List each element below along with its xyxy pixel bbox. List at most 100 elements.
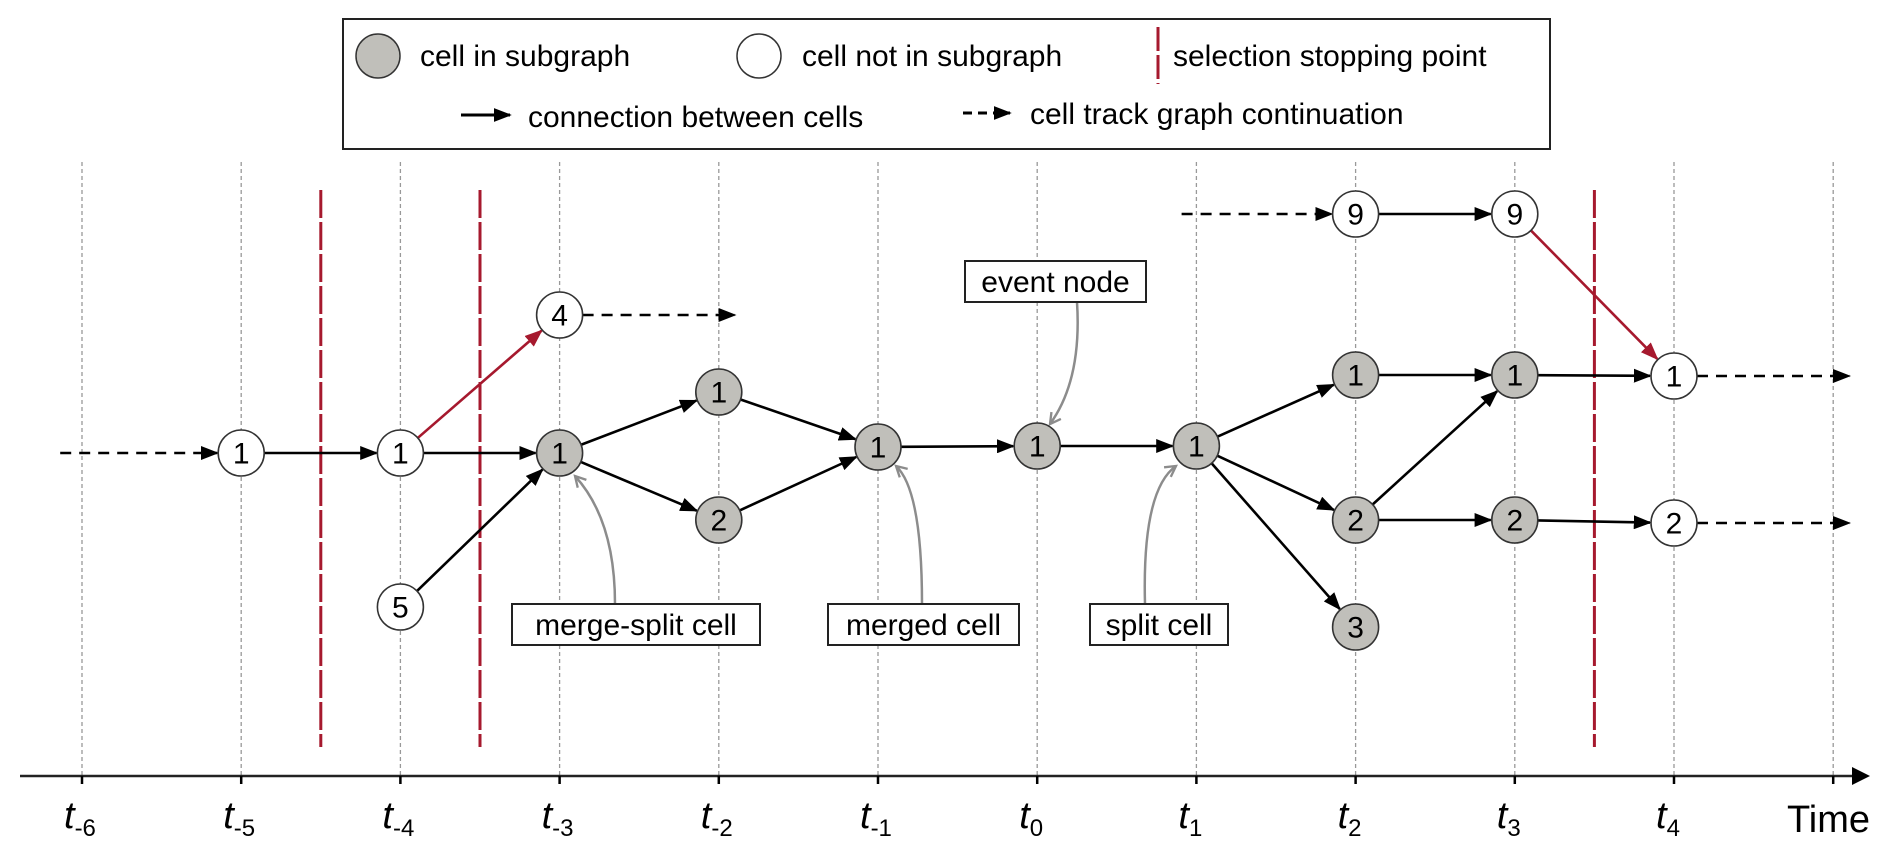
connection-edge bbox=[1216, 383, 1336, 438]
cell-node-in-subgraph: 2 bbox=[694, 496, 743, 544]
time-tick-label: t-1 bbox=[860, 795, 892, 842]
merged-cell-annotation-box bbox=[827, 603, 1020, 646]
legend-label-connection: connection between cells bbox=[528, 101, 863, 134]
time-tick-label: t3 bbox=[1497, 795, 1521, 842]
time-tick-label: t2 bbox=[1338, 795, 1362, 842]
merged-cell-annotation-label: merged cell bbox=[846, 609, 1001, 642]
time-axis-label: Time bbox=[1787, 799, 1870, 841]
cell-node-label: 1 bbox=[392, 438, 409, 471]
cell-node-in-subgraph: 2 bbox=[1331, 496, 1380, 544]
legend-label-in-subgraph: cell in subgraph bbox=[420, 40, 630, 73]
cell-node-label: 5 bbox=[392, 592, 409, 625]
cell-node-circle bbox=[1491, 351, 1539, 399]
cell-node-not-in-subgraph: 1 bbox=[217, 429, 265, 477]
merged-cell-pointer-arrow bbox=[896, 466, 924, 605]
cell-node-in-subgraph: 1 bbox=[535, 429, 584, 477]
time-axis-arrowhead-icon bbox=[1852, 767, 1870, 785]
legend-empty-circle-icon bbox=[736, 33, 782, 79]
cell-node-not-in-subgraph: 2 bbox=[1650, 499, 1698, 547]
cell-node-circle bbox=[1331, 190, 1380, 238]
connection-edge bbox=[740, 398, 858, 441]
cell-node-label: 1 bbox=[1029, 431, 1046, 464]
cell-node-label: 9 bbox=[1506, 199, 1523, 232]
cell-node-label: 1 bbox=[710, 377, 727, 410]
cell-node-in-subgraph: 1 bbox=[1331, 351, 1380, 399]
cell-node-circle bbox=[1172, 422, 1221, 470]
merge-split-cell-annotation-box bbox=[511, 603, 761, 646]
cell-node-circle bbox=[1491, 496, 1539, 544]
connection-edge bbox=[739, 455, 858, 512]
continuations bbox=[60, 207, 1851, 530]
cell-node-in-subgraph: 1 bbox=[854, 423, 902, 471]
cell-node-circle bbox=[376, 429, 425, 477]
legend-label-continuation: cell track graph continuation bbox=[1030, 98, 1404, 131]
cell-node-in-subgraph: 1 bbox=[694, 368, 743, 416]
connection-edge bbox=[1216, 454, 1336, 512]
time-tick-label: t1 bbox=[1178, 795, 1202, 842]
connection-edge bbox=[416, 468, 544, 592]
connection-edge bbox=[580, 460, 699, 512]
cell-node-label: 1 bbox=[1347, 360, 1364, 393]
time-tick-label: t-4 bbox=[382, 795, 414, 842]
cell-node-circle bbox=[694, 368, 743, 416]
cell-node-label: 2 bbox=[1506, 505, 1523, 538]
cell-node-in-subgraph: 1 bbox=[1491, 351, 1539, 399]
cell-node-label: 1 bbox=[1188, 431, 1205, 464]
time-tick-label: t0 bbox=[1019, 795, 1043, 842]
cell-node-circle bbox=[217, 429, 265, 477]
stopped-connection-edge bbox=[416, 329, 543, 439]
cell-node-circle bbox=[1650, 352, 1698, 400]
cell-node-in-subgraph: 1 bbox=[1013, 422, 1061, 470]
connection-edge bbox=[580, 399, 699, 446]
time-tick-label: t-6 bbox=[64, 795, 96, 842]
legend-filled-circle-icon bbox=[355, 33, 401, 79]
cell-node-label: 1 bbox=[1506, 360, 1523, 393]
event-node-annotation-label: event node bbox=[981, 266, 1129, 299]
cell-node-circle bbox=[1331, 496, 1380, 544]
time-tick-label: t-5 bbox=[223, 795, 255, 842]
cell-node-circle bbox=[376, 583, 425, 631]
stopping-points bbox=[319, 190, 1596, 747]
cell-node-label: 9 bbox=[1347, 199, 1364, 232]
cell-node-not-in-subgraph: 4 bbox=[535, 291, 584, 339]
merge-split-cell-annotation-label: merge-split cell bbox=[535, 609, 737, 642]
cell-node-circle bbox=[1013, 422, 1061, 470]
cell-node-label: 1 bbox=[870, 432, 887, 465]
nodes: 1 1 5 4 1 1 2 1 1 1 9 1 2 3 9 1 2 1 2 bbox=[217, 190, 1698, 651]
cell-node-in-subgraph: 3 bbox=[1331, 603, 1380, 651]
edges bbox=[264, 207, 1659, 611]
legend: cell in subgraph cell not in subgraph se… bbox=[342, 18, 1551, 150]
cell-node-circle bbox=[694, 496, 743, 544]
connection-edge bbox=[1210, 462, 1341, 611]
connection-edge bbox=[1537, 515, 1652, 530]
connection-edge bbox=[900, 439, 1016, 454]
cell-node-not-in-subgraph: 9 bbox=[1331, 190, 1380, 238]
time-tick-label: t4 bbox=[1656, 795, 1680, 842]
cell-node-label: 2 bbox=[1666, 508, 1683, 541]
merge-split-cell-pointer-arrow bbox=[575, 476, 617, 605]
event-node-annotation-box bbox=[964, 260, 1147, 303]
split-cell-annotation-box bbox=[1089, 603, 1229, 646]
time-gridlines bbox=[81, 162, 1834, 776]
time-tick-label: t-2 bbox=[701, 795, 733, 842]
cell-node-label: 2 bbox=[710, 505, 727, 538]
split-cell-pointer-arrow bbox=[1143, 466, 1176, 605]
cell-node-circle bbox=[1331, 351, 1380, 399]
cell-node-circle bbox=[854, 423, 902, 471]
legend-label-not-in-subgraph: cell not in subgraph bbox=[802, 40, 1062, 73]
legend-box bbox=[342, 18, 1551, 150]
cell-node-label: 2 bbox=[1347, 505, 1364, 538]
connection-edge bbox=[1371, 389, 1499, 506]
event-node-pointer-arrow bbox=[1050, 301, 1079, 424]
connection-edge bbox=[1537, 368, 1652, 383]
cell-node-label: 1 bbox=[233, 438, 250, 471]
cell-node-circle bbox=[1331, 603, 1380, 651]
cell-node-label: 1 bbox=[1666, 361, 1683, 394]
cell-node-in-subgraph: 2 bbox=[1491, 496, 1539, 544]
cell-node-label: 3 bbox=[1347, 612, 1364, 645]
cell-node-not-in-subgraph: 1 bbox=[376, 429, 425, 477]
cell-node-not-in-subgraph: 9 bbox=[1491, 190, 1539, 238]
